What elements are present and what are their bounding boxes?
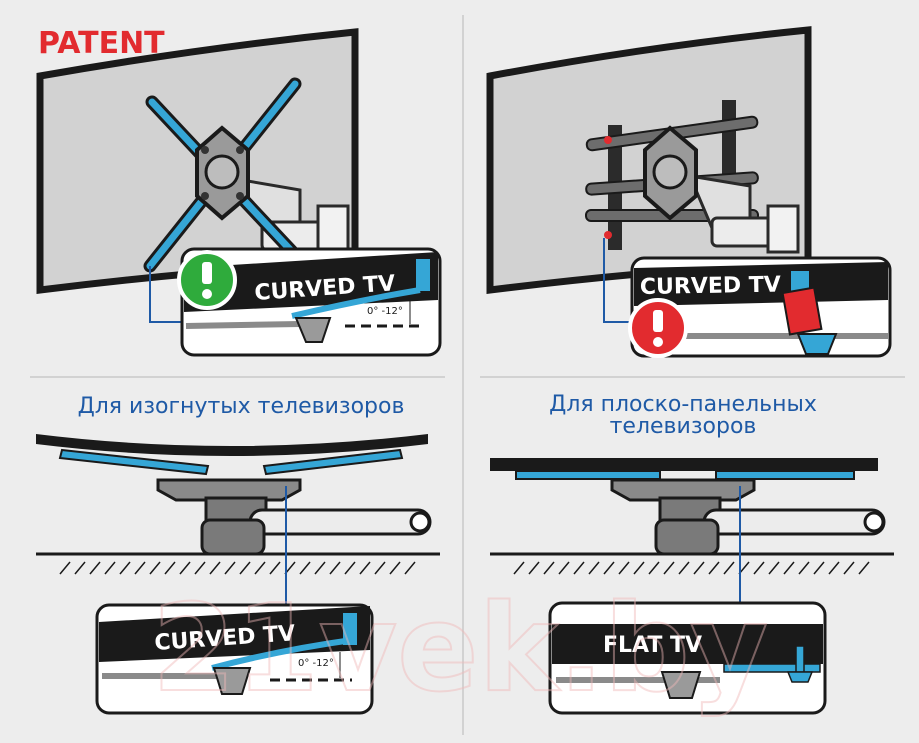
panel-top-right: CURVED TV xyxy=(486,26,892,358)
ok-exclamation-dot xyxy=(202,289,212,299)
leader-line xyxy=(149,266,184,323)
callout-label: FLAT TV xyxy=(603,633,702,658)
ok-exclamation-bar xyxy=(202,262,212,284)
tv-surface-line xyxy=(185,321,301,329)
ground-hatching xyxy=(59,561,416,575)
blue-bracket-right xyxy=(715,470,855,480)
mount-plate xyxy=(610,478,756,502)
plate-hub xyxy=(652,154,688,190)
callout-label: CURVED TV xyxy=(640,273,781,300)
ground-hatching xyxy=(513,561,870,575)
callout-black-band xyxy=(552,624,823,664)
arm-pivot xyxy=(409,511,431,533)
panel-top-left: PATENT CURVED TV 0° -12° xyxy=(36,26,442,357)
blue-bolt-head xyxy=(796,333,838,355)
leader-line xyxy=(603,238,634,323)
red-screw-icon xyxy=(604,231,612,239)
flat-tv-side xyxy=(490,458,878,471)
blue-bracket-detail xyxy=(414,257,432,293)
blue-bracket-detail xyxy=(341,611,359,647)
blue-screw-head xyxy=(786,671,814,683)
wall-plate xyxy=(766,204,800,254)
blue-bracket-left xyxy=(515,470,661,480)
blue-bracket-right xyxy=(262,448,404,476)
error-exclamation-dot xyxy=(653,337,663,347)
wall-base xyxy=(654,518,720,556)
plate-hub xyxy=(204,154,240,190)
panel-bottom-left: Для изогнутых телевизоров CURVED TV 0° -… xyxy=(36,394,440,715)
blue-bracket-curve xyxy=(211,637,353,671)
caption-line2: телевизоров xyxy=(610,414,757,439)
mount-bolt xyxy=(294,317,332,343)
mount-bolt xyxy=(660,671,702,699)
blue-screw-shaft xyxy=(795,645,805,673)
blue-bracket-curve xyxy=(291,287,421,319)
red-screw-icon xyxy=(604,136,612,144)
angle-label: 0° -12° xyxy=(367,306,403,317)
mount-bolt xyxy=(212,667,252,695)
blue-bracket-left xyxy=(58,448,210,476)
panel-bottom-right: Для плоско-панельных телевизоров FLAT TV xyxy=(490,392,894,715)
arm-bar xyxy=(248,508,432,536)
arm-pivot xyxy=(863,511,885,533)
wall-plate xyxy=(316,204,350,254)
error-exclamation-bar xyxy=(653,310,663,332)
red-spacer xyxy=(781,286,823,336)
curved-tv-side xyxy=(36,434,428,456)
mount-plate xyxy=(156,478,302,502)
caption: Для изогнутых телевизоров xyxy=(78,394,405,419)
blue-bracket-strip xyxy=(723,663,821,673)
bolt-icon xyxy=(201,192,209,200)
arm-bar xyxy=(702,508,886,536)
watermark: 21vek.by xyxy=(152,580,768,719)
bolt-icon xyxy=(236,192,244,200)
wall-base xyxy=(200,518,266,556)
caption-line1: Для плоско-панельных xyxy=(549,392,817,417)
bolt-icon xyxy=(201,146,209,154)
callout-black-band xyxy=(634,262,888,306)
angle-label: 0° -12° xyxy=(298,658,334,669)
bolt-icon xyxy=(236,146,244,154)
patent-title: PATENT xyxy=(38,26,165,61)
